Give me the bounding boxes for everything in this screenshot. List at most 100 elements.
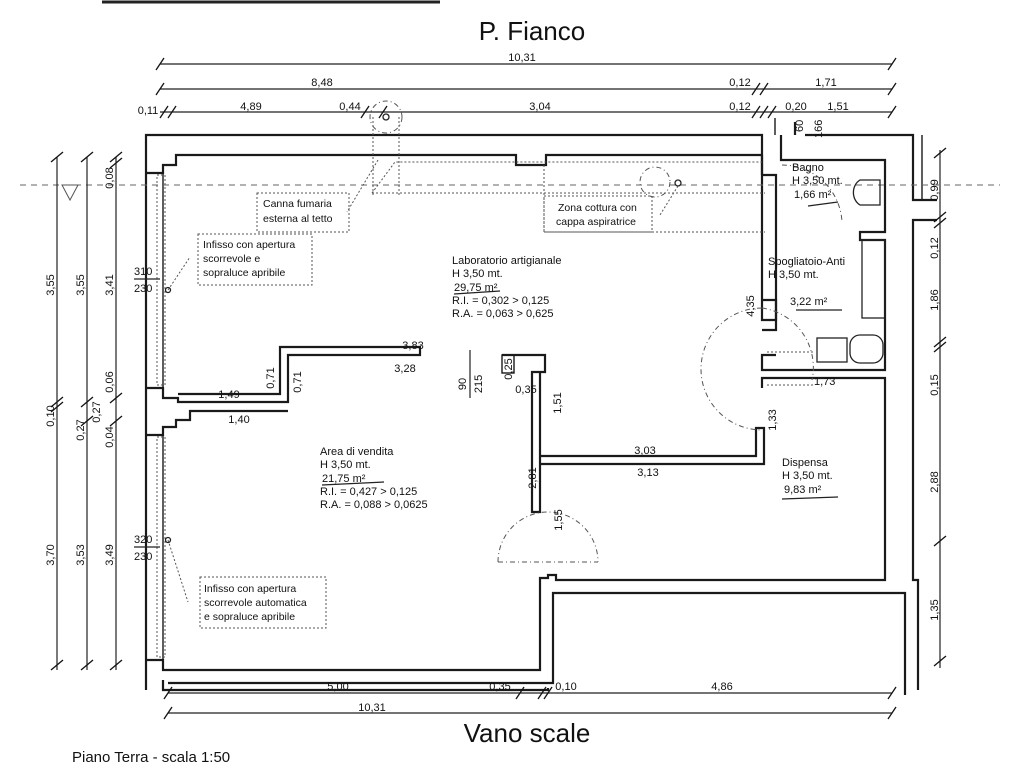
svg-text:Area di vendita: Area di vendita [320,446,394,458]
svg-text:Dispensa: Dispensa [782,457,829,469]
svg-text:10,31: 10,31 [358,702,386,714]
svg-text:2,88: 2,88 [929,471,941,492]
svg-text:cappa aspiratrice: cappa aspiratrice [556,216,636,228]
svg-text:21,75 m²: 21,75 m² [322,473,366,485]
svg-text:1,51: 1,51 [552,392,564,413]
dim-304: 3,04 [529,101,550,113]
svg-text:3,55: 3,55 [75,274,87,295]
bagno-door-swing [781,164,843,223]
svg-text:0,10: 0,10 [555,681,576,693]
dim-171: 1,71 [815,77,836,89]
hood-dotted [371,161,762,194]
svg-text:1,33: 1,33 [767,409,779,430]
bottom-dimensions: 5,00 0,35 0,10 4,86 10,31 [163,681,897,720]
chimney-circle-icon [369,100,403,134]
svg-text:215: 215 [473,375,485,393]
svg-text:4,86: 4,86 [711,681,732,693]
svg-text:310: 310 [134,266,152,278]
room-laboratorio: Laboratorio artigianale H 3,50 mt. 29,75… [452,255,561,320]
entrance-door-swing [497,511,599,563]
plan-caption: Piano Terra - scala 1:50 [72,749,230,766]
svg-text:R.A. = 0,063 > 0,625: R.A. = 0,063 > 0,625 [452,308,554,320]
svg-text:R.A. = 0,088 > 0,0625: R.A. = 0,088 > 0,0625 [320,499,428,511]
svg-text:230: 230 [134,551,152,563]
window-top-frame [156,174,166,386]
svg-text:0,71: 0,71 [265,367,277,388]
cabinet-icon [816,337,848,363]
walls [144,118,937,695]
svg-text:sopraluce apribile: sopraluce apribile [203,267,285,279]
svg-text:90: 90 [457,378,469,390]
svg-text:0,15: 0,15 [929,374,941,395]
svg-text:0,25: 0,25 [503,358,515,379]
svg-text:230: 230 [134,283,152,295]
svg-text:H 3,50 mt.: H 3,50 mt. [452,268,503,280]
svg-text:H 3,50 mt.: H 3,50 mt. [320,459,371,471]
room-area-vendita: Area di vendita H 3,50 mt. 21,75 m² R.I.… [320,446,428,511]
svg-text:3,03: 3,03 [634,445,655,457]
svg-text:0,71: 0,71 [292,371,304,392]
right-dimensions: 0,99 0,12 1,86 0,15 2,88 1,35 60 166 [794,120,947,668]
svg-text:e sopraluce apribile: e sopraluce apribile [204,611,295,623]
sink-icon [849,334,884,364]
note-infisso-top: Infisso con apertura scorrevole e sopral… [197,233,313,286]
svg-text:3,49: 3,49 [104,544,116,565]
svg-text:0,08: 0,08 [104,167,116,188]
svg-text:3,53: 3,53 [75,544,87,565]
level-marker-icon [61,184,79,202]
svg-text:1,73: 1,73 [814,376,835,388]
svg-text:5,00: 5,00 [327,681,348,693]
svg-text:0,12: 0,12 [929,237,941,258]
interior-dimensions: 1,49 1,40 0,71 0,71 3,83 3,28 90 215 0,2… [218,295,835,530]
svg-text:0,35: 0,35 [515,384,536,396]
svg-text:2,81: 2,81 [527,467,539,488]
svg-text:1,86: 1,86 [929,289,941,310]
title-top: P. Fianco [479,16,585,46]
svg-text:0,35: 0,35 [489,681,510,693]
svg-text:R.I. = 0,302 > 0,125: R.I. = 0,302 > 0,125 [452,295,549,307]
dim-848: 8,48 [311,77,332,89]
svg-text:9,83 m²: 9,83 m² [784,484,822,496]
room-dispensa: Dispensa H 3,50 mt. 9,83 m² [781,457,839,500]
svg-text:60: 60 [794,120,806,132]
dim-020: 0,20 [785,101,806,113]
chimney-center-icon [382,113,390,121]
svg-text:0,27: 0,27 [75,419,87,440]
svg-text:3,83: 3,83 [402,340,423,352]
room-bagno: Bagno H 3,50 mt. 1,66 m² [792,162,843,207]
svg-text:0,04: 0,04 [104,426,116,447]
title-bottom: Vano scale [464,718,591,748]
dim-012a: 0,12 [729,77,750,89]
svg-text:29,75 m²: 29,75 m² [454,282,498,294]
dim-012b: 0,12 [729,101,750,113]
dim-151: 1,51 [827,101,848,113]
svg-text:1,49: 1,49 [218,389,239,401]
note-zona-cottura: Zona cottura con cappa aspiratrice [543,195,653,233]
svg-text:166: 166 [813,120,825,138]
svg-text:3,28: 3,28 [394,363,415,375]
svg-text:1,55: 1,55 [553,509,565,530]
dim-total-top: 10,31 [508,52,536,64]
top-dimensions: 10,31 8,48 0,12 1,71 0,11 4,89 0,44 3,04… [138,52,897,119]
svg-text:1,40: 1,40 [228,414,249,426]
svg-text:Laboratorio artigianale: Laboratorio artigianale [452,255,561,267]
svg-text:H 3,50 mt.: H 3,50 mt. [782,470,833,482]
dim-489: 4,89 [240,101,261,113]
svg-text:0,10: 0,10 [45,405,57,426]
svg-text:4,35: 4,35 [745,295,757,316]
svg-text:3,41: 3,41 [104,274,116,295]
svg-text:3,13: 3,13 [637,467,658,479]
locker-icon [861,239,886,319]
svg-text:3,70: 3,70 [45,544,57,565]
hood-circle-icon [639,166,671,198]
dim-left-355a: 3,55 [45,274,57,295]
spogliatoio-door-swing [700,307,763,431]
note-infisso-bottom: Infisso con apertura scorrevole automati… [199,576,327,629]
left-dimensions: 3,55 0,10 3,70 3,55 0,27 0,27 3,53 0,08 … [45,151,160,671]
svg-text:Canna fumaria: Canna fumaria [263,198,332,210]
svg-text:Zona cottura con: Zona cottura con [558,202,637,214]
svg-text:1,66 m²: 1,66 m² [794,189,832,201]
svg-text:H 3,50 mt.: H 3,50 mt. [768,269,819,281]
note-canna-fumaria: Canna fumaria esterna al tetto [256,192,350,233]
